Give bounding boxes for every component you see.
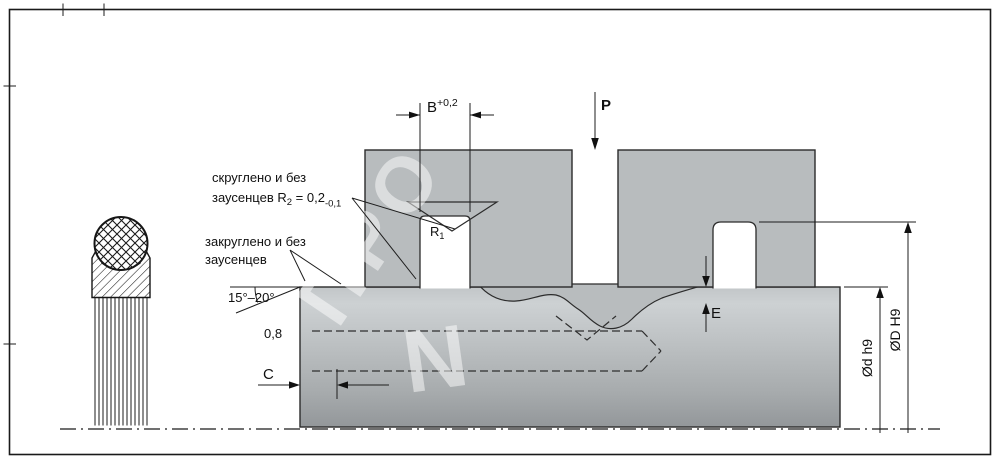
seal-profile-free-state [91, 216, 151, 426]
label-c: C [263, 366, 274, 383]
dimension-c: C [258, 366, 389, 399]
label-angle-range: 15°–20° [228, 290, 275, 305]
label-b: B+0,2 [427, 97, 458, 116]
angle-arc [254, 286, 259, 303]
arrowhead [470, 111, 481, 119]
drawing-frame [3, 3, 992, 456]
dimension-b: B+0,2 [396, 97, 494, 212]
dimension-bore-diameter: ØD H9 [759, 221, 916, 433]
arrowhead [337, 381, 348, 389]
seal-skirt-lines [94, 298, 148, 426]
label-chamfer-size: 0,8 [264, 326, 282, 341]
seal-installed-section [476, 283, 709, 330]
leader-lines-edge [289, 249, 342, 285]
hidden-contour [312, 315, 662, 372]
backup-groove [712, 221, 757, 289]
note-edge-line2: заусенцев [205, 252, 267, 267]
note-r2-line1: скруглено и без [212, 170, 306, 185]
hidden-chevron [555, 315, 617, 341]
note-r2-line2: заусенцев R2 = 0,2-0,1 [212, 190, 341, 210]
dimension-e: E [702, 256, 721, 332]
label-r1: R1 [430, 224, 444, 241]
pressure-arrow: P [591, 92, 611, 150]
label-rod-diameter: Ød h9 [859, 339, 875, 377]
arrowhead [409, 111, 420, 119]
note-edge-rounded: закруглено и без заусенцев [205, 234, 342, 285]
hidden-line-point [641, 330, 662, 372]
chamfer-line [235, 286, 301, 314]
arrowhead [904, 222, 912, 233]
frame-tick-marks [3, 3, 105, 345]
frame-border [8, 8, 992, 456]
o-ring-section [93, 216, 149, 271]
label-e: E [711, 305, 721, 322]
arrowhead [702, 303, 710, 314]
leader-lines-r2 [351, 197, 456, 280]
label-bore-diameter: ØD H9 [887, 308, 903, 351]
extension-lines-b [419, 103, 471, 212]
arrowhead [876, 287, 884, 298]
chamfer-angle-annotation: 15°–20° 0,8 [228, 286, 301, 341]
arrowhead [289, 381, 300, 389]
label-p: P [601, 97, 611, 114]
rod-shaft [299, 286, 841, 428]
groove-chamfer-triangle [405, 201, 500, 232]
note-edge-line1: закруглено и без [205, 234, 306, 249]
watermark-letter-n: N [397, 305, 474, 412]
arrowhead [702, 276, 710, 287]
rod-body [299, 286, 841, 428]
dimension-rod-diameter: Ød h9 [844, 286, 888, 433]
arrowhead [591, 138, 599, 150]
note-rounded-r2: скруглено и без заусенцев R2 = 0,2-0,1 [212, 170, 456, 280]
